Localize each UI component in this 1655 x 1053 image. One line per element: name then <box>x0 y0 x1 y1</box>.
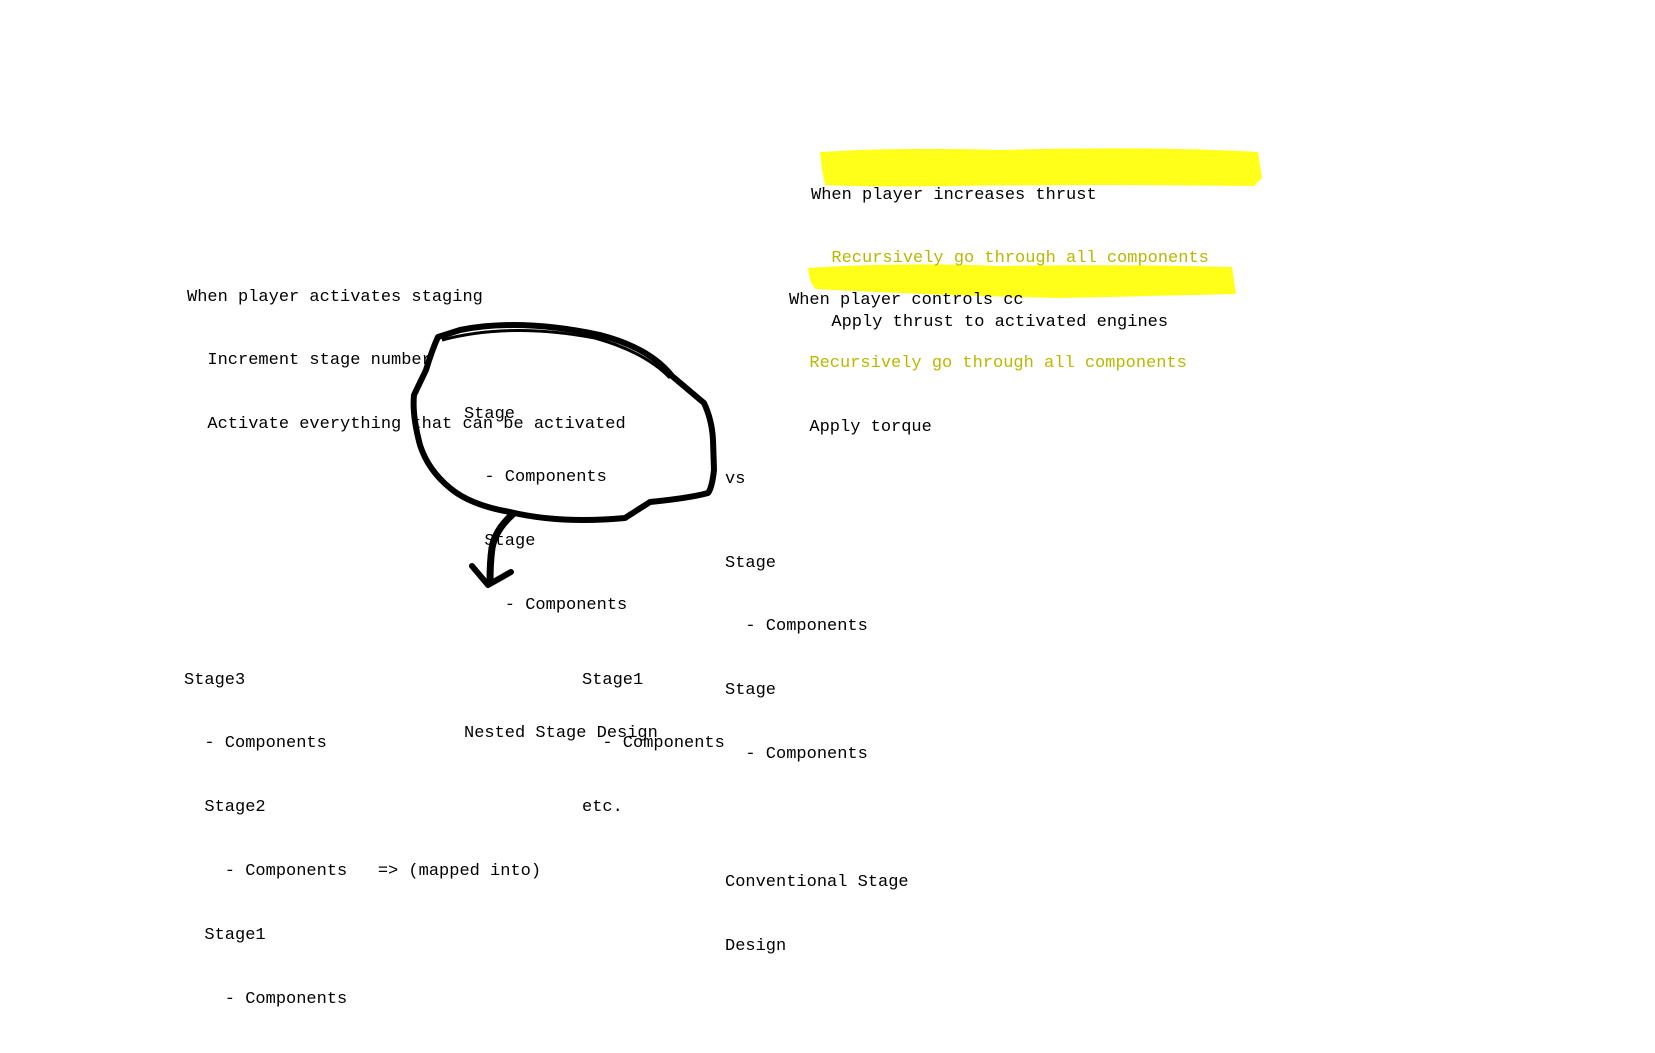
conventional-stage-design: Stage - Components Stage - Components Co… <box>725 510 909 1000</box>
staging-note: When player activates staging Increment … <box>187 244 626 478</box>
nested-stage-line-4: - Components <box>464 596 628 616</box>
control-note-recurse: Recursively go through all components <box>789 354 1187 374</box>
mapping-source-line-6: - Components <box>184 990 348 1010</box>
hand-drawn-circle <box>410 322 717 523</box>
nested-stage-line-2: - Components <box>464 468 607 488</box>
hand-drawn-arrowhead <box>469 563 514 588</box>
conventional-stage-line-1: Stage <box>725 553 777 573</box>
mapping-source-line-1: Stage3 <box>184 670 246 690</box>
mapping-source-line-3: Stage2 <box>184 798 266 818</box>
conventional-stage-line-2: - Components <box>725 617 868 637</box>
vs-label: vs <box>725 470 746 489</box>
mapping-source-line-5: Stage1 <box>184 926 266 946</box>
mapping-target-line-3: etc. <box>582 798 623 818</box>
highlight-stroke-control <box>808 264 1236 298</box>
highlight-layer <box>808 148 1262 298</box>
nested-stage-line-1: Stage <box>464 404 516 424</box>
hand-drawn-circle-overstroke <box>441 328 672 380</box>
mapping-target-line-2: - Components <box>582 734 725 754</box>
conventional-stage-line-3: Stage <box>725 681 777 701</box>
conventional-stage-line-5 <box>725 808 909 829</box>
thrust-note-title: When player increases thrust <box>811 185 1097 205</box>
nested-stage-design: Stage - Components Stage - Components Ne… <box>464 361 658 787</box>
mapping-target-line-1: Stage1 <box>582 670 644 690</box>
mapping-target: Stage1 - Components etc. <box>582 627 725 861</box>
mapping-source: Stage3 - Components Stage2 - Components … <box>184 627 541 1053</box>
control-note: When player controls cc Recursively go t… <box>789 247 1187 481</box>
thrust-note-apply: Apply thrust to activated engines <box>811 313 1169 333</box>
control-note-apply: Apply torque <box>789 418 932 438</box>
sketch-layer <box>410 322 717 588</box>
staging-note-title: When player activates staging <box>187 287 483 307</box>
hand-drawn-arrow-shaft <box>486 510 517 586</box>
nested-stage-line-3: Stage <box>464 532 536 552</box>
control-note-title: When player controls cc <box>789 290 1024 310</box>
highlight-stroke-thrust <box>820 148 1262 187</box>
conventional-stage-caption-2: Design <box>725 936 787 956</box>
conventional-stage-line-4: - Components <box>725 745 868 765</box>
mapping-source-line-2: - Components <box>184 734 327 754</box>
conventional-stage-caption-1: Conventional Stage <box>725 873 909 893</box>
nested-stage-caption: Nested Stage Design <box>464 724 658 744</box>
mapping-source-line-4: - Components => (mapped into) <box>184 862 542 882</box>
staging-note-increment: Increment stage number <box>187 351 432 371</box>
thrust-note-recurse: Recursively go through all components <box>811 249 1209 269</box>
whiteboard-canvas: When player increases thrust Recursively… <box>184 142 1262 1009</box>
staging-note-activate: Activate everything that can be activate… <box>187 415 626 435</box>
thrust-note: When player increases thrust Recursively… <box>811 142 1209 376</box>
